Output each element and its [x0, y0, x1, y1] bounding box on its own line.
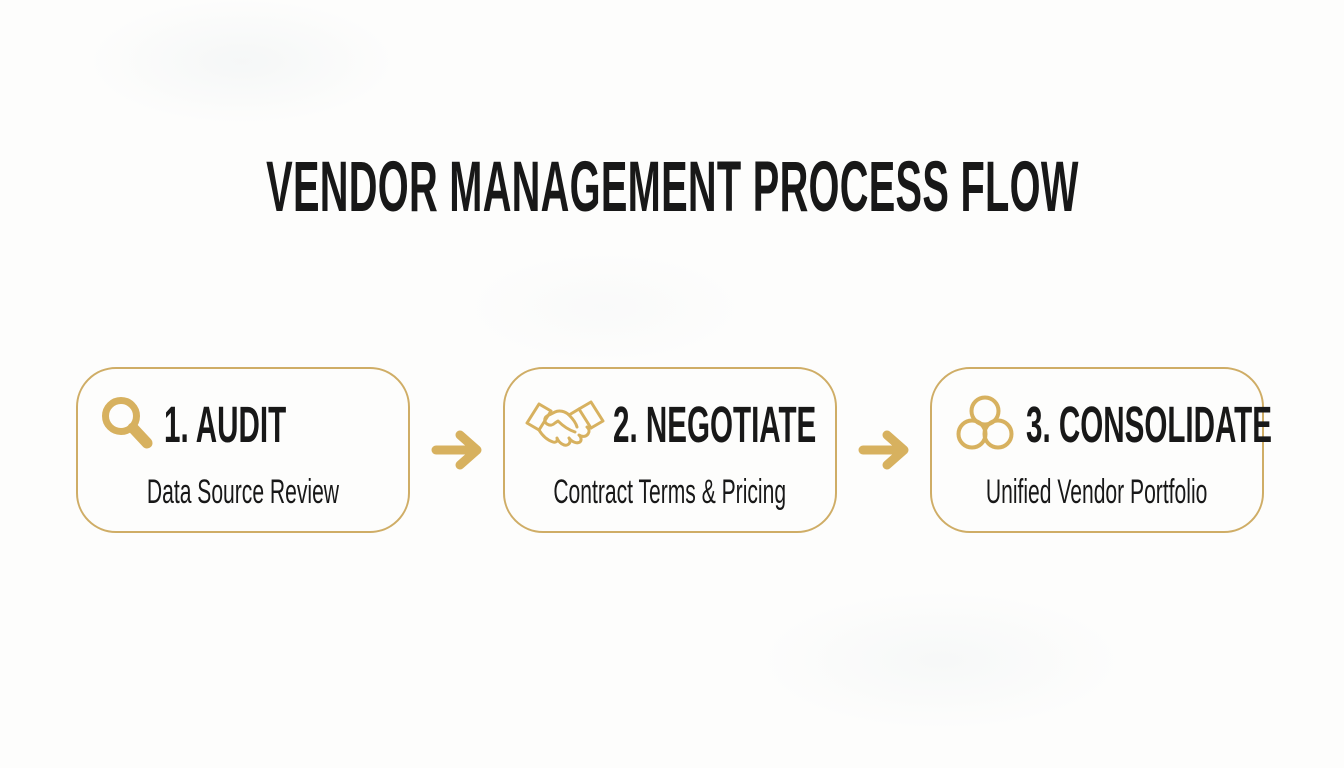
process-flow: 1. AUDIT Data Source Review	[76, 367, 1272, 533]
step-consolidate-heading-row: 3. CONSOLIDATE	[952, 394, 1272, 454]
step-audit-subtitle: Data Source Review	[146, 473, 340, 511]
arrow-right-icon	[431, 428, 483, 472]
page-title: VENDOR MANAGEMENT PROCESS FLOW	[0, 152, 1344, 223]
step-audit-title: 1. AUDIT	[164, 395, 287, 453]
handshake-icon	[525, 396, 605, 452]
step-box-consolidate: 3. CONSOLIDATE Unified Vendor Portfolio	[930, 367, 1272, 533]
venn-circles-icon	[952, 394, 1018, 454]
step-negotiate-subtitle: Contract Terms & Pricing	[553, 473, 787, 511]
step-consolidate-subtitle: Unified Vendor Portfolio	[986, 473, 1208, 511]
arrow-right-icon	[858, 428, 910, 472]
step-negotiate-heading-row: 2. NEGOTIATE	[525, 395, 835, 453]
step-box-negotiate: 2. NEGOTIATE Contract Terms & Pricing	[503, 367, 837, 533]
step-box-audit: 1. AUDIT Data Source Review	[76, 367, 410, 533]
step-negotiate-title: 2. NEGOTIATE	[613, 395, 817, 453]
step-audit-heading-row: 1. AUDIT	[98, 395, 408, 453]
search-icon	[98, 396, 156, 452]
page-title-text: VENDOR MANAGEMENT PROCESS FLOW	[265, 148, 1079, 227]
step-consolidate-title: 3. CONSOLIDATE	[1026, 395, 1272, 453]
